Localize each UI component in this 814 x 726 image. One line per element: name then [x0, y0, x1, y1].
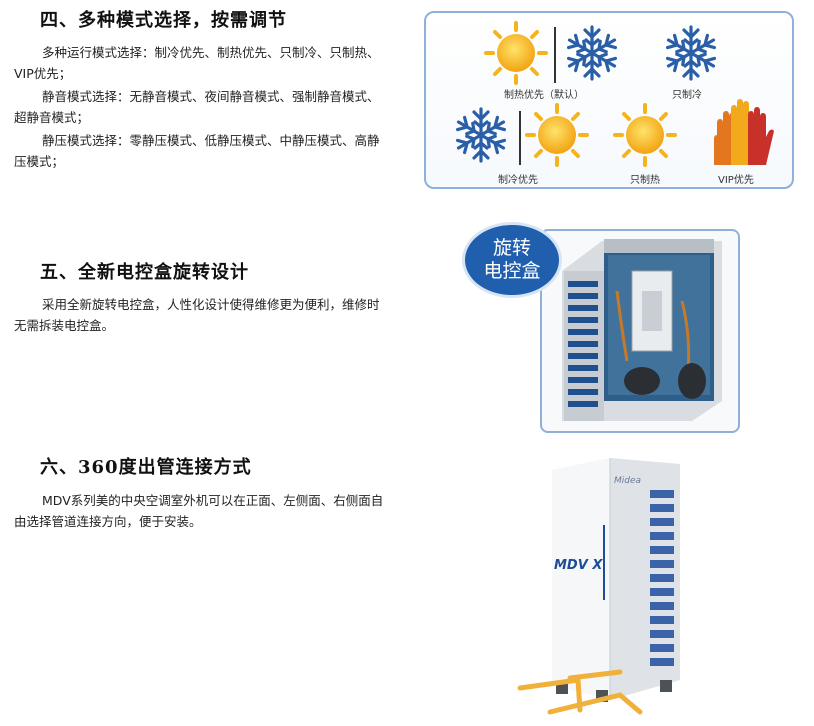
paragraph-pipe-connection: MDV系列美的中央空调室外机可以在正面、左侧面、右侧面自由选择管道连接方向，便于…	[14, 493, 384, 529]
mode-selection-panel: 制热优先（默认） 只制冷 制冷优先 只制热 VIP优先	[424, 11, 794, 189]
model-logo: MDV X	[554, 558, 603, 573]
paragraph-control-box: 采用全新旋转电控盒，人性化设计使得维修更为便利，维修时无需拆装电控盒。	[14, 297, 380, 333]
rotating-control-box-callout: 旋转 电控盒	[462, 222, 562, 298]
open-unit-graphic	[562, 239, 722, 421]
label-cool-priority: 制冷优先	[498, 175, 538, 186]
label-vip-priority: VIP优先	[718, 175, 754, 186]
snowflake-icon	[455, 109, 507, 161]
sun-icon	[525, 103, 589, 167]
snowflake-icon	[665, 27, 717, 79]
section-text-control-box: 采用全新旋转电控盒，人性化设计使得维修更为便利，维修时无需拆装电控盒。	[14, 294, 386, 336]
section-text-modes: 多种运行模式选择：制冷优先、制热优先、只制冷、只制热、VIP优先； 静音模式选择…	[14, 42, 386, 172]
mode-icons-graphic	[426, 21, 774, 167]
outdoor-unit-graphic	[517, 458, 680, 715]
label-heat-only: 只制热	[630, 175, 660, 186]
callout-line-1: 旋转	[492, 237, 531, 259]
paragraph-run-modes: 多种运行模式选择：制冷优先、制热优先、只制冷、只制热、VIP优先；	[14, 45, 380, 81]
sun-icon	[484, 21, 548, 85]
hands-icon	[714, 99, 774, 165]
section-title-pipe-connection: 六、360度出管连接方式	[40, 457, 252, 478]
label-heat-priority: 制热优先（默认）	[504, 90, 584, 101]
section-text-pipe-connection: MDV系列美的中央空调室外机可以在正面、左侧面、右侧面自由选择管道连接方向，便于…	[14, 490, 386, 532]
paragraph-silent-modes: 静音模式选择：无静音模式、夜间静音模式、强制静音模式、超静音模式；	[14, 89, 380, 125]
paragraph-pressure-modes: 静压模式选择：零静压模式、低静压模式、中静压模式、高静压模式；	[14, 133, 380, 169]
control-box-image	[540, 229, 740, 433]
callout-line-2: 电控盒	[483, 260, 541, 282]
label-cool-only: 只制冷	[672, 90, 702, 101]
brand-logo: Midea	[614, 476, 642, 486]
sun-icon	[613, 103, 677, 167]
section-title-modes: 四、多种模式选择，按需调节	[40, 10, 287, 31]
snowflake-icon	[566, 27, 618, 79]
outdoor-unit-image: Midea MDV X	[500, 450, 716, 720]
section-title-control-box: 五、全新电控盒旋转设计	[40, 262, 249, 283]
